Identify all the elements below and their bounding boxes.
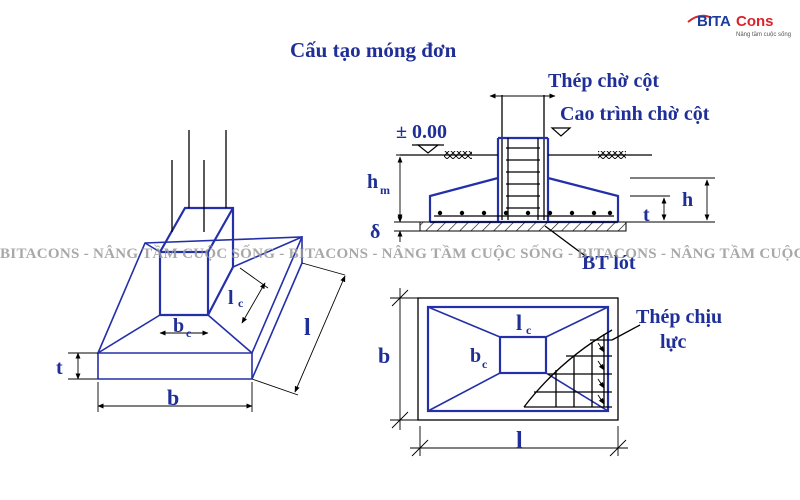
cao-trinh-cho-cot-label: Cao trình chờ cột (560, 103, 710, 125)
luc-label: lực (660, 331, 687, 353)
delta-label: δ (370, 221, 380, 243)
plan-b-label: b (378, 343, 390, 368)
iso-l-label: l (304, 315, 311, 341)
bt-lot-label: BT lót (582, 252, 636, 274)
plan-lc-subscript: c (526, 323, 532, 337)
hm-label: h (367, 171, 378, 193)
plan-bc-label: b (470, 345, 481, 367)
iso-lc-subscript: c (238, 296, 244, 310)
logo-tagline: Nâng tầm cuộc sống (736, 32, 791, 38)
thep-cho-cot-label: Thép chờ cột (548, 70, 659, 92)
iso-bc-label: b (173, 315, 184, 337)
plan-l-label: l (516, 428, 523, 454)
level-marker-column (550, 127, 572, 137)
plan-view: l c b c b l Thép chịu lực (378, 288, 722, 457)
soil-hatch-left (444, 151, 472, 159)
level-marker-000 (416, 144, 440, 154)
thep-chiu-label: Thép chịu (636, 306, 722, 328)
level-000-label: ± 0.00 (396, 121, 447, 143)
h-label: h (682, 189, 693, 211)
iso-b-label: b (167, 385, 179, 410)
section-view: Thép chờ cột Cao trình chờ cột ± 0.00 h … (367, 70, 715, 274)
iso-lc-label: l (228, 287, 234, 309)
soil-hatch-right (598, 151, 626, 159)
iso-bc-subscript: c (186, 326, 192, 340)
t-label: t (643, 204, 650, 226)
plan-footing (426, 305, 610, 413)
rebar-dots (437, 210, 613, 216)
diagram-title: Cấu tạo móng đơn (290, 38, 457, 62)
hm-subscript: m (380, 183, 390, 197)
watermark-text: BITACONS - NÂNG TẦM CUỘC SỐNG - BITACONS… (0, 244, 800, 262)
isometric-footing (96, 130, 304, 380)
plan-outer (417, 297, 619, 421)
iso-t-label: t (56, 357, 63, 379)
section-stirrups (506, 138, 540, 220)
logo-brand-a: BITA (697, 13, 731, 30)
logo-brand-b: Cons (736, 13, 774, 30)
plan-column (498, 335, 548, 375)
rebar-mesh (523, 329, 613, 408)
plan-bc-subscript: c (482, 357, 488, 371)
isometric-dimensions: b c l c l t b (56, 262, 346, 412)
plan-lc-label: l (516, 310, 522, 335)
lean-concrete-layer (419, 221, 627, 232)
brand-logo: BITA Cons Nâng tầm cuộc sống (687, 13, 791, 38)
